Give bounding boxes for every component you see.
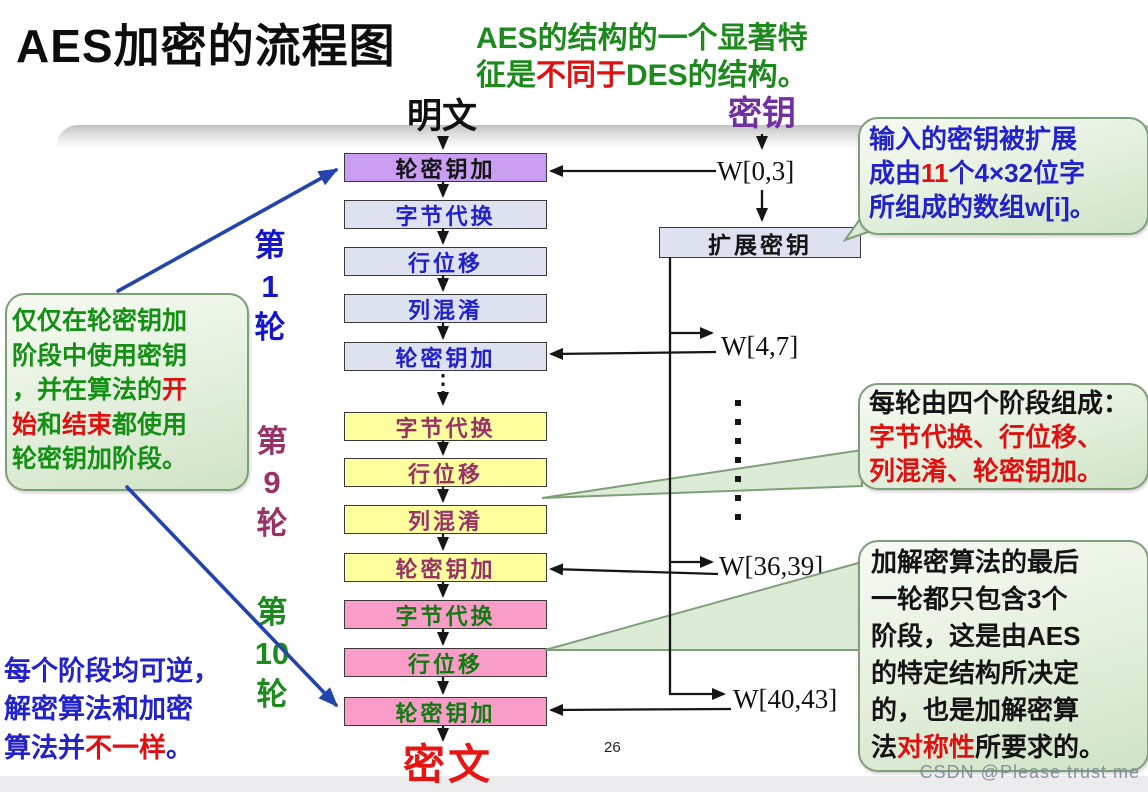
- callout-last-highlight: 对称性: [897, 731, 976, 762]
- reversibility-note-line: 解密算法和加密: [4, 694, 193, 725]
- callout-key-seg: 成由: [869, 157, 922, 188]
- callout-four-stages: 每轮由四个阶段组成： 字节代换、行位移、 列混淆、轮密钥加。: [858, 383, 1148, 490]
- round-10-label: 第 10 轮: [254, 595, 290, 712]
- reversibility-highlight: 不一样: [85, 732, 166, 763]
- flow-box-add-round-key-r10: 轮密钥加: [344, 697, 547, 726]
- reversibility-seg: 。: [166, 732, 193, 763]
- plaintext-label: 明文: [406, 97, 477, 136]
- arrow-w3639-to-box9: [549, 563, 719, 576]
- callout-last-line: 法对称性所要求的。: [871, 729, 1136, 766]
- callout-left-highlight: 结束: [62, 410, 113, 439]
- callout-left-line: 轮密钥加阶段。: [12, 445, 188, 473]
- top-annotation: AES的结构的一个显著特 征是不同于DES的结构。: [476, 20, 808, 94]
- expand-key-box: 扩展密钥: [659, 227, 861, 258]
- flow-box-add-round-key-r9: 轮密钥加: [344, 553, 547, 582]
- callout-left-highlight: 始: [12, 410, 38, 439]
- top-annotation-line1: AES的结构的一个显著特: [476, 22, 808, 55]
- reversibility-seg: 算法并: [4, 732, 85, 763]
- round-1-label: 第 1 轮: [254, 228, 286, 345]
- w-label-0-3: W[0,3]: [717, 156, 795, 186]
- w-label-4-7: W[4,7]: [721, 331, 799, 361]
- reversibility-note-line: 算法并不一样。: [4, 729, 274, 767]
- callout-left-line: ，并在算法的开: [12, 373, 242, 408]
- flow-box-mix-columns-r9: 列混淆: [344, 505, 547, 534]
- callout-left-line: 阶段中使用密钥: [12, 341, 188, 370]
- callout-key-line: 输入的密钥被扩展: [869, 124, 1078, 154]
- callout-last-line: 加解密算法的最后: [871, 547, 1080, 577]
- top-annotation-seg: DES的结构。: [626, 59, 808, 93]
- callout-last-round: 加解密算法的最后 一轮都只包含3个 阶段，这是由AES 的特定结构所决定 的，也…: [858, 540, 1148, 772]
- flow-box-sub-bytes-r1: 字节代换: [344, 200, 547, 229]
- key-label: 密钥: [728, 95, 796, 133]
- arrow-w47-to-box5: [549, 347, 717, 360]
- callout-last-line: 一轮都只包含3个: [871, 583, 1068, 614]
- callout-left-seg: ，并在算法的: [12, 376, 163, 404]
- blue-arrow-callout-to-first-addroundkey: [116, 168, 339, 293]
- round-9-label: 第 9 轮: [256, 424, 288, 541]
- callout-last-line: 的，也是加解密算: [871, 694, 1080, 725]
- top-annotation-highlight: 不同于: [536, 59, 626, 93]
- callout-last-seg: 所要求的。: [975, 731, 1106, 762]
- callout-last-line: 的特定结构所决定: [871, 657, 1080, 688]
- ciphertext-label: 密文: [402, 741, 493, 788]
- callout-key-highlight: 11: [921, 157, 949, 188]
- callout-stages-highlight: 列混淆、轮密钥加。: [869, 455, 1104, 486]
- flow-box-shift-rows-r10: 行位移: [344, 648, 547, 677]
- callout-left-highlight: 开: [162, 376, 188, 404]
- slide-bottom-edge: [0, 776, 1148, 792]
- callout-round-key-usage: 仅仅在轮密钥加 阶段中使用密钥 ，并在算法的开 始和结束都使用 轮密钥加阶段。: [5, 293, 249, 491]
- page-number: 26: [604, 739, 621, 756]
- page-title: AES加密的流程图: [16, 20, 396, 72]
- w-label-40-43: W[40,43]: [733, 684, 838, 714]
- callout-stages-line: 每轮由四个阶段组成：: [869, 388, 1130, 418]
- callout-left-line: 仅仅在轮密钥加: [12, 307, 188, 335]
- callout-left-seg: 和: [37, 410, 63, 439]
- callout-left-seg: 都使用: [112, 410, 188, 439]
- callout-key-line: 所组成的数组w[i]。: [869, 191, 1096, 222]
- callout-left-line: 始和结束都使用: [12, 408, 242, 443]
- line-expand-key-trunk: [668, 257, 726, 700]
- top-annotation-line2: 征是不同于DES的结构。: [476, 57, 808, 94]
- callout-last-seg: 法: [871, 731, 898, 762]
- callout-key-expansion: 输入的密钥被扩展 成由11个4×32位字 所组成的数组w[i]。: [858, 117, 1148, 235]
- reversibility-note: 每个阶段均可逆， 解密算法和加密 算法并不一样。: [4, 652, 274, 767]
- blue-arrow-callout-to-last-addroundkey: [125, 485, 339, 708]
- flow-box-shift-rows-r9: 行位移: [344, 458, 547, 487]
- flow-box-add-round-key-r1: 轮密钥加: [344, 342, 547, 371]
- flow-box-mix-columns-r1: 列混淆: [344, 294, 547, 323]
- flow-box-sub-bytes-r10: 字节代换: [344, 600, 547, 629]
- flow-box-sub-bytes-r9: 字节代换: [344, 412, 547, 441]
- flow-box-add-round-key-initial: 轮密钥加: [344, 153, 547, 182]
- watermark: CSDN @Please trust me: [919, 762, 1140, 782]
- callout-key-line: 成由11个4×32位字: [869, 157, 1138, 191]
- reversibility-note-line: 每个阶段均可逆，: [4, 656, 220, 686]
- callout-stages-highlight: 字节代换、行位移、: [869, 421, 1104, 452]
- flow-box-shift-rows-r1: 行位移: [344, 247, 547, 276]
- w-label-36-39: W[36,39]: [719, 551, 824, 581]
- callout-key-seg: 个4×32位字: [948, 157, 1086, 188]
- callout-last-line: 阶段，这是由AES: [871, 620, 1081, 651]
- top-annotation-seg: 征是: [476, 59, 536, 93]
- arrow-w4043-to-box12: [549, 703, 732, 716]
